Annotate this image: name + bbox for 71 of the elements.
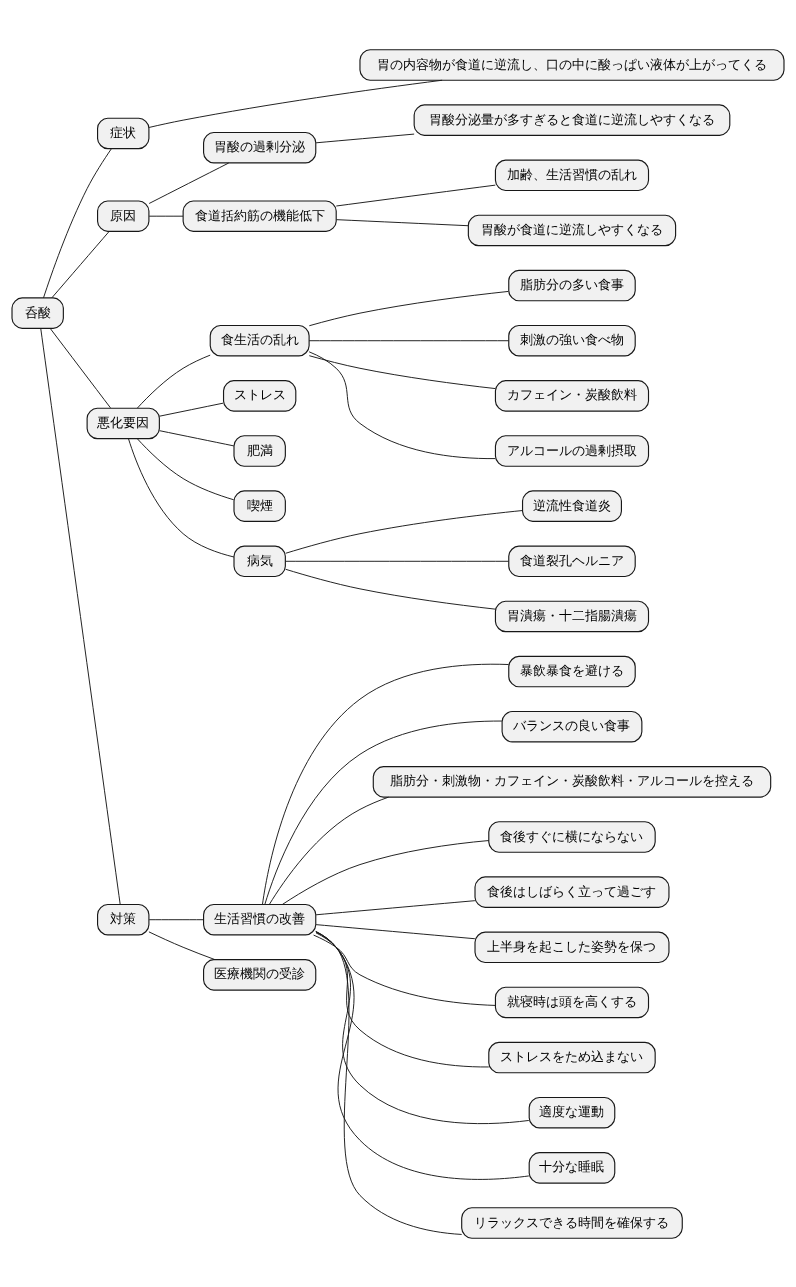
connector xyxy=(315,133,415,143)
connector xyxy=(281,839,490,905)
connector xyxy=(313,934,496,1006)
node-box: 肥満 xyxy=(233,434,286,467)
connector xyxy=(315,923,476,939)
connector xyxy=(315,930,530,1180)
node-box: 加齢、生活習慣の乱れ xyxy=(494,159,650,191)
connector xyxy=(49,327,111,408)
node-box: 食道括約筋の機能低下 xyxy=(182,199,337,232)
node-box: 上半身を起こした姿勢を保つ xyxy=(474,931,670,963)
node-box: バランスの良い食事 xyxy=(501,710,643,742)
node-box: 刺激の強い食べ物 xyxy=(508,324,636,356)
node-box: 食道裂孔ヘルニア xyxy=(508,545,636,577)
connector xyxy=(308,354,496,389)
connector xyxy=(148,215,184,217)
connector xyxy=(315,899,476,915)
connector xyxy=(285,560,510,562)
connector xyxy=(148,918,204,920)
node-box: 脂肪分の多い食事 xyxy=(508,269,636,301)
node-box: 逆流性食道炎 xyxy=(521,489,622,522)
node-box: 生活習慣の改善 xyxy=(203,903,317,935)
node-box: ストレスをため込まない xyxy=(488,1041,656,1073)
connector xyxy=(335,184,496,206)
connector xyxy=(136,437,235,500)
connector xyxy=(43,147,112,298)
node-box: 食生活の乱れ xyxy=(209,324,310,356)
node-box: 呑酸 xyxy=(11,296,64,329)
node-box: ストレス xyxy=(222,379,297,412)
node-box: 胃酸分泌量が多すぎると食道に逆流しやすくなる xyxy=(413,103,731,136)
connector xyxy=(159,402,224,417)
node-box: 病気 xyxy=(233,545,286,577)
connector xyxy=(336,218,469,226)
node-box: 医療機関の受診 xyxy=(203,958,317,991)
connector xyxy=(148,930,216,960)
connector xyxy=(136,354,211,409)
node-box: 原因 xyxy=(97,199,150,232)
node-box: 悪化要因 xyxy=(86,407,160,439)
connector xyxy=(264,720,503,905)
node-box: 適度な運動 xyxy=(528,1096,616,1128)
node-box: 脂肪分・刺激物・カフェイン・炭酸飲料・アルコールを控える xyxy=(372,765,772,798)
connector xyxy=(315,930,530,1124)
node-box: 暴飲暴食を避ける xyxy=(508,655,636,687)
connector xyxy=(315,931,490,1067)
connector xyxy=(148,79,443,128)
connector xyxy=(308,350,496,459)
node-box: 喫煙 xyxy=(233,489,286,522)
connector xyxy=(262,663,509,905)
connector xyxy=(159,429,235,446)
connector xyxy=(285,568,496,610)
node-box: 十分な睡眠 xyxy=(528,1151,616,1184)
connector xyxy=(308,290,509,326)
connector xyxy=(315,930,463,1235)
node-box: 就寝時は頭を高くする xyxy=(494,986,650,1018)
node-box: 対策 xyxy=(97,903,150,935)
node-box: 胃潰瘍・十二指腸潰瘍 xyxy=(494,600,650,632)
connector xyxy=(148,162,230,204)
node-box: アルコールの過剰摂取 xyxy=(494,434,650,467)
node-box: リラックスできる時間を確保する xyxy=(461,1206,683,1239)
connector xyxy=(40,327,121,905)
node-box: 胃酸が食道に逆流しやすくなる xyxy=(467,214,677,246)
connector xyxy=(268,796,389,905)
connector xyxy=(285,509,523,554)
connector xyxy=(308,339,510,341)
node-box: 胃の内容物が食道に逆流し、口の中に酸っぱい液体が上がってくる xyxy=(359,48,785,81)
node-box: 胃酸の過剰分泌 xyxy=(203,131,317,163)
connector xyxy=(128,437,235,557)
connector xyxy=(51,230,110,298)
node-box: 食後はしばらく立って過ごす xyxy=(474,875,670,908)
node-box: 食後すぐに横にならない xyxy=(488,820,656,853)
node-box: カフェイン・炭酸飲料 xyxy=(494,379,650,412)
node-box: 症状 xyxy=(97,117,150,149)
